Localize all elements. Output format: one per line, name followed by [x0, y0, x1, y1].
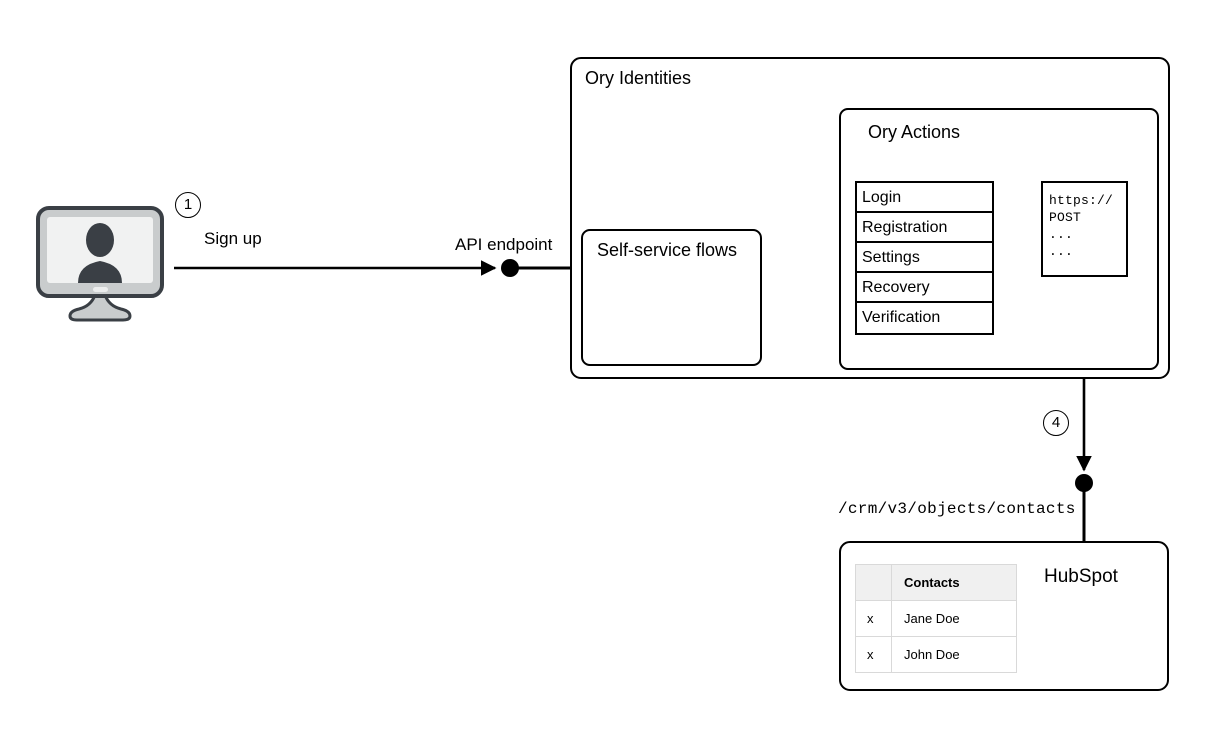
- flow-row-recovery[interactable]: Recovery: [857, 273, 992, 303]
- self-service-flows-title: Self-service flows: [597, 240, 738, 260]
- table-cell-flag: x: [855, 636, 892, 673]
- table-cell-name: John Doe: [891, 636, 1017, 673]
- step-badge-1: 1: [175, 192, 201, 218]
- hubspot-title: HubSpot: [1044, 566, 1118, 587]
- ory-identities-title: Ory Identities: [585, 68, 692, 88]
- step-badge-4: 4: [1043, 410, 1069, 436]
- hubspot-endpoint-dot: [1075, 474, 1093, 492]
- flow-row-registration[interactable]: Registration: [857, 213, 992, 243]
- table-row[interactable]: x Jane Doe: [855, 600, 1017, 637]
- contacts-table: Contacts x Jane Doe x John Doe: [855, 564, 1017, 673]
- monitor-user-icon: [36, 206, 164, 322]
- flow-row-login[interactable]: Login: [857, 183, 992, 213]
- crm-path-label: /crm/v3/objects/contacts: [838, 500, 1076, 518]
- webhook-line-method: POST: [1049, 210, 1082, 225]
- webhook-request-card: https:// POST ... ...: [1041, 181, 1128, 277]
- self-service-flows-box: [581, 229, 762, 366]
- ory-actions-title: Ory Actions: [868, 122, 961, 142]
- table-header-contacts: Contacts: [891, 564, 1017, 601]
- table-cell-name: Jane Doe: [891, 600, 1017, 637]
- flow-list: Login Registration Settings Recovery Ver…: [855, 181, 994, 335]
- api-endpoint-dot: [501, 259, 519, 277]
- flow-row-settings[interactable]: Settings: [857, 243, 992, 273]
- webhook-line-url: https://: [1049, 193, 1114, 208]
- flow-row-verification[interactable]: Verification: [857, 303, 992, 333]
- table-cell-flag: x: [855, 600, 892, 637]
- signup-label: Sign up: [204, 229, 262, 248]
- table-row[interactable]: x John Doe: [855, 636, 1017, 673]
- webhook-line-ellipsis-1: ...: [1049, 227, 1074, 242]
- table-header-row: Contacts: [855, 564, 1017, 601]
- table-header-flag: [855, 564, 892, 601]
- webhook-line-ellipsis-2: ...: [1049, 244, 1074, 259]
- api-endpoint-label: API endpoint: [455, 235, 553, 254]
